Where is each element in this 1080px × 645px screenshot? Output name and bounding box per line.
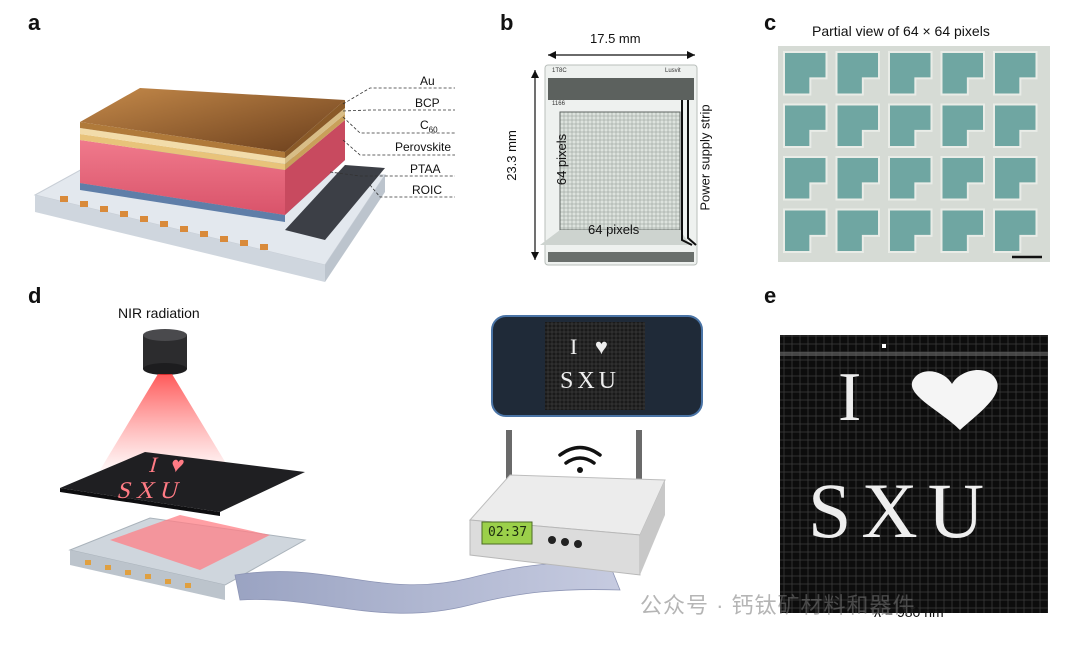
panel-letter-a: a xyxy=(28,10,41,35)
layer-label-roic: ROIC xyxy=(412,183,442,197)
target-line-1: I ♥ xyxy=(146,452,192,477)
pixel-pad xyxy=(993,208,1038,253)
phone-line-1: I ♥ xyxy=(570,334,614,359)
phone-line-2: SXU xyxy=(560,368,621,394)
pixels-vertical-label: 64 pixels xyxy=(554,133,570,186)
power-strip-label: Power supply strip xyxy=(697,104,713,211)
router-display: 02:37 xyxy=(488,525,528,540)
chip-mark-inner: 1166 xyxy=(552,101,565,107)
pixel-pad xyxy=(888,103,933,148)
layer-label-perovskite: Perovskite xyxy=(395,140,452,154)
result-line-2: SXU xyxy=(808,467,995,554)
panel-letter-c: c xyxy=(764,10,777,35)
wavelength-label: λ = 980 nm xyxy=(874,604,944,620)
nir-image-result xyxy=(780,335,1048,613)
pixel-pad xyxy=(940,103,985,148)
layer-label-au: Au xyxy=(420,74,435,88)
panel-letter-e: e xyxy=(764,283,777,308)
pixels-horizontal-label: 64 pixels xyxy=(588,222,640,237)
layer-label-c60: C60 xyxy=(420,118,438,135)
pixel-pad xyxy=(993,51,1038,96)
layer-label-ptaa: PTAA xyxy=(410,162,441,176)
pixel-pad xyxy=(888,208,933,253)
pixel-pad xyxy=(783,208,828,253)
device-stack-illustration xyxy=(33,87,455,282)
chip-mark-right: Lusvit xyxy=(665,68,681,74)
wifi-icon xyxy=(558,445,602,465)
chip-mark-left: 1T8C xyxy=(552,68,567,74)
panel-letter-b: b xyxy=(500,10,514,35)
pixel-pad xyxy=(783,103,828,148)
pixel-pad xyxy=(835,208,880,253)
pixel-micrograph xyxy=(778,46,1050,262)
result-line-1: I xyxy=(838,359,862,436)
panel-letter-d: d xyxy=(28,283,42,308)
nir-imaging-demo xyxy=(60,315,703,614)
chip-width-label: 17.5 mm xyxy=(590,31,641,46)
pixel-pad xyxy=(835,103,880,148)
nir-source-label: NIR radiation xyxy=(118,305,200,321)
pixel-pad xyxy=(783,156,828,201)
chip-photo xyxy=(531,51,698,266)
pixel-pad xyxy=(940,156,985,201)
pixel-pad xyxy=(940,208,985,253)
pixel-pad xyxy=(888,156,933,201)
pixel-pad xyxy=(835,51,880,96)
pixel-pad xyxy=(783,51,828,96)
pixel-pad xyxy=(993,156,1038,201)
pixel-pad xyxy=(940,51,985,96)
micrograph-title: Partial view of 64 × 64 pixels xyxy=(812,23,990,39)
pixel-pad xyxy=(835,156,880,201)
pixel-pad xyxy=(888,51,933,96)
chip-height-label: 23.3 mm xyxy=(503,130,519,181)
target-line-2: SXU xyxy=(114,478,188,504)
watermark: 公众号 · 钙钛矿材料和器件 xyxy=(640,593,916,618)
pixel-pad xyxy=(993,103,1038,148)
layer-label-bcp: BCP xyxy=(415,96,440,110)
